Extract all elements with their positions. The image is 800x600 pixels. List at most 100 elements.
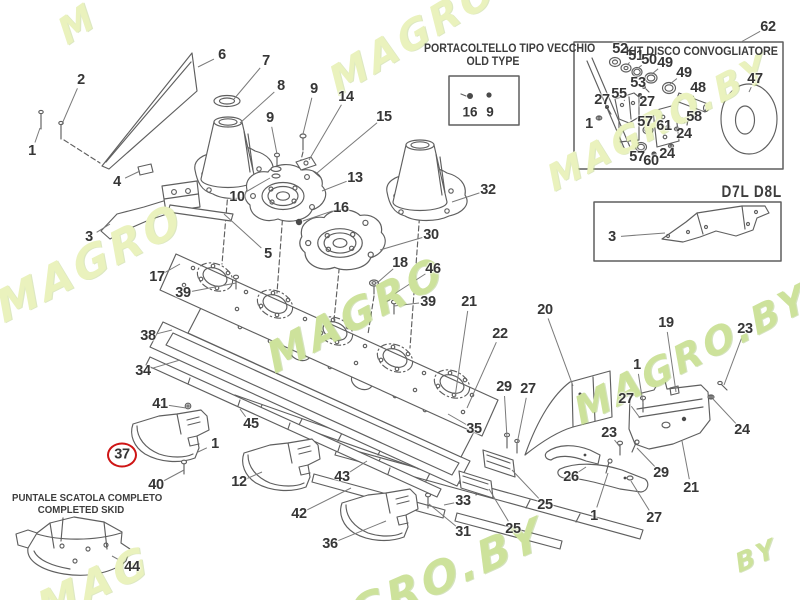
guard-plate-6 xyxy=(101,52,198,170)
leader-line xyxy=(451,192,480,203)
leader-line xyxy=(233,67,261,100)
leader-line xyxy=(443,502,455,506)
part-callout-15: 15 xyxy=(376,108,392,125)
part-callout-22: 22 xyxy=(492,325,508,342)
part-callout-1: 1 xyxy=(211,435,219,452)
part-callout-62: 62 xyxy=(760,18,776,35)
leader-line xyxy=(239,408,247,418)
leader-line xyxy=(168,404,187,409)
part-callout-17: 17 xyxy=(149,268,165,285)
part-callout-1: 1 xyxy=(585,115,593,132)
part-callout-38: 38 xyxy=(140,327,156,344)
leader-line xyxy=(376,268,394,284)
leader-line xyxy=(630,405,641,419)
leader-line xyxy=(647,126,651,130)
part-callout-27: 27 xyxy=(646,509,662,526)
part-callout-57: 57 xyxy=(637,113,653,130)
leader-line xyxy=(61,88,78,125)
leader-line xyxy=(387,273,426,299)
part-callout-61: 61 xyxy=(656,117,672,134)
leader-line xyxy=(640,149,643,152)
old-type-title-line1: PORTACOLTELLO TIPO VECCHIO xyxy=(424,43,596,55)
old-type-fastener-label-9: 9 xyxy=(486,104,494,120)
part-callout-44: 44 xyxy=(124,558,140,575)
leader-line xyxy=(466,342,497,409)
part-callout-40: 40 xyxy=(148,476,164,493)
leader-line xyxy=(454,310,469,398)
part-callout-34: 34 xyxy=(135,362,151,379)
part-callout-14: 14 xyxy=(338,88,354,105)
part-callout-1: 1 xyxy=(633,356,641,373)
leader-line xyxy=(676,128,679,131)
leader-line xyxy=(642,86,646,90)
part-callout-50: 50 xyxy=(641,51,657,68)
part-callout-3: 3 xyxy=(608,228,616,245)
leader-line xyxy=(124,170,141,179)
part-callout-47: 47 xyxy=(747,70,763,87)
part-callout-19: 19 xyxy=(658,314,674,331)
shoe-bolts xyxy=(180,402,192,475)
part-callout-3: 3 xyxy=(85,228,93,245)
part-callout-43: 43 xyxy=(334,468,350,485)
leader-line xyxy=(223,213,262,249)
part-callout-30: 30 xyxy=(423,226,439,243)
part-callout-23: 23 xyxy=(601,424,617,441)
part-callout-20: 20 xyxy=(537,301,553,318)
part-callout-29: 29 xyxy=(496,378,512,395)
leader-line xyxy=(516,397,527,445)
part-callout-5: 5 xyxy=(264,245,272,262)
part-callout-35: 35 xyxy=(466,420,482,437)
leader-line xyxy=(723,337,743,386)
leader-line xyxy=(271,126,278,155)
kit-disco-box xyxy=(573,41,784,170)
leader-line xyxy=(349,460,368,473)
leader-line xyxy=(308,104,342,161)
leader-line xyxy=(666,331,677,393)
part-callout-23: 23 xyxy=(737,320,753,337)
part-callout-27: 27 xyxy=(594,91,610,108)
part-callout-2: 2 xyxy=(77,71,85,88)
part-callout-16: 16 xyxy=(333,199,349,216)
part-callout-33: 33 xyxy=(455,492,471,509)
leader-line xyxy=(316,122,378,174)
leader-line xyxy=(96,223,111,233)
leader-line xyxy=(669,78,678,85)
leader-line xyxy=(156,329,173,335)
deflector-plate-20 xyxy=(524,370,613,456)
leader-line xyxy=(338,520,387,542)
part-callout-55: 55 xyxy=(611,85,627,102)
part-callout-39: 39 xyxy=(420,293,436,310)
part-callout-42: 42 xyxy=(291,505,307,522)
leader-line xyxy=(504,395,508,439)
leader-line xyxy=(197,447,208,453)
part-callout-45: 45 xyxy=(243,415,259,432)
leader-line xyxy=(321,180,347,192)
part-callout-9: 9 xyxy=(310,80,318,97)
leader-line xyxy=(511,469,540,499)
skid-note-line1: PUNTALE SCATOLA COMPLETO xyxy=(12,492,163,504)
part-callout-27: 27 xyxy=(618,390,634,407)
leader-line xyxy=(197,58,215,68)
leader-line xyxy=(606,105,609,108)
leader-line xyxy=(547,318,574,387)
leader-line xyxy=(681,440,690,480)
leader-line xyxy=(626,62,630,66)
fastener-1-2 xyxy=(38,109,64,140)
leader-line xyxy=(447,413,467,425)
leader-line xyxy=(653,153,657,157)
blade-bar-34 xyxy=(145,356,442,498)
part-callout-12: 12 xyxy=(231,473,247,490)
part-callout-13: 13 xyxy=(347,169,363,186)
part-callout-26: 26 xyxy=(563,468,579,485)
kit-disco-title: KIT DISCO CONVOGLIATORE xyxy=(625,46,778,58)
cutter-bar-17 xyxy=(159,253,499,437)
old-type-title-line2: OLD TYPE xyxy=(466,55,520,68)
d7l-box xyxy=(593,201,782,262)
completed-skid-44 xyxy=(15,516,131,576)
part-callout-49: 49 xyxy=(657,54,673,71)
old-type-box-title: PORTACOLTELLO TIPO VECCHIO OLD TYPE xyxy=(424,43,596,68)
leader-line xyxy=(620,232,666,237)
leader-line xyxy=(244,177,271,193)
